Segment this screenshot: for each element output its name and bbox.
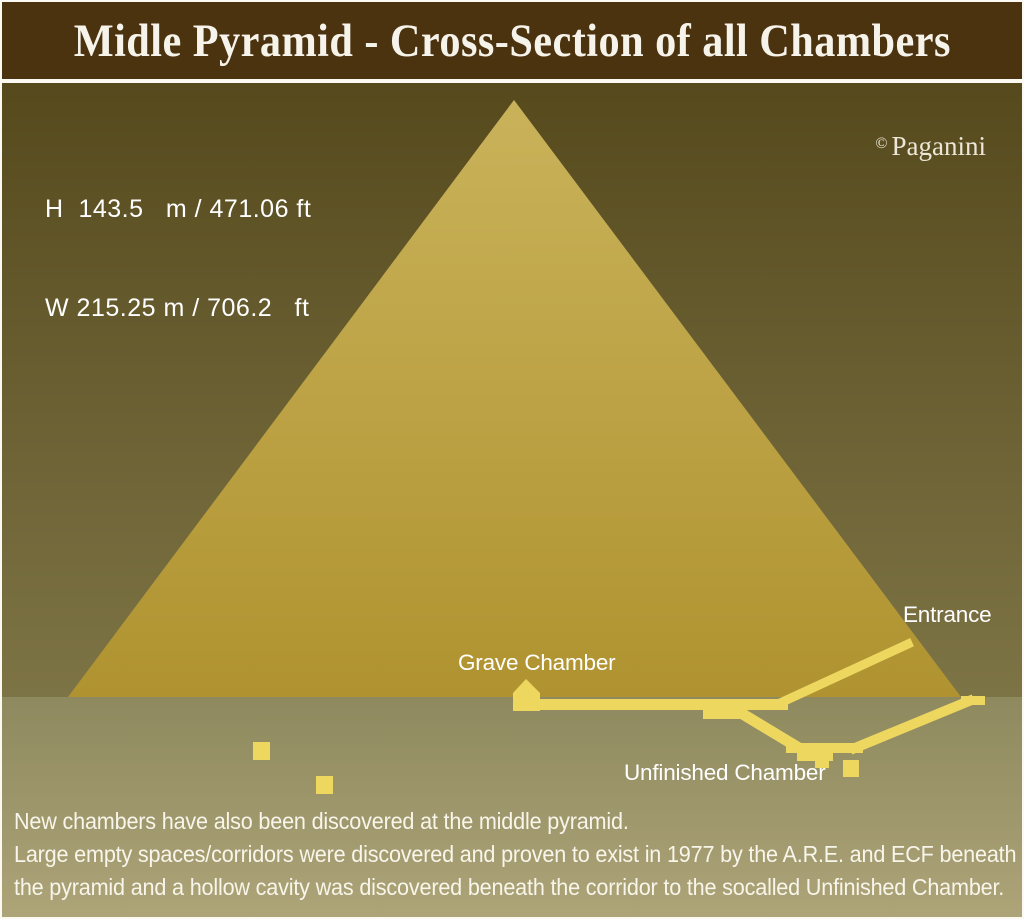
credit: ©Paganini: [875, 131, 986, 162]
grave-chamber-shape: [513, 679, 540, 711]
entrance-label: Entrance: [903, 602, 992, 627]
pyramid-shape: [68, 100, 961, 697]
grave-chamber-label: Grave Chamber: [458, 650, 616, 675]
ascending-corridor: [848, 694, 976, 755]
footnote-line-2: Large empty spaces/corridors were discov…: [14, 841, 1017, 867]
footnote: New chambers have also been discovered a…: [14, 805, 1022, 904]
lower-corridor: [786, 743, 863, 753]
diagram-area: H 143.5 m / 471.06 ft W 215.25 m / 706.2…: [2, 83, 1022, 917]
new-chamber-square-1: [253, 742, 270, 760]
credit-name: Paganini: [891, 131, 987, 161]
dimensions-block: H 143.5 m / 471.06 ft W 215.25 m / 706.2…: [45, 127, 311, 391]
descending-corridor: [733, 705, 802, 753]
unfinished-chamber-tab: [815, 759, 829, 768]
width-measurement: W 215.25 m / 706.2 ft: [45, 294, 310, 322]
pyramid-cross-section-graphic: [2, 83, 1022, 917]
hollow-cavity-square: [843, 760, 859, 777]
title-bar: Midle Pyramid - Cross-Section of all Cha…: [2, 2, 1022, 79]
base-corridor: [538, 699, 788, 710]
height-measurement: H 143.5 m / 471.06 ft: [45, 195, 312, 223]
footnote-line-1: New chambers have also been discovered a…: [14, 808, 629, 834]
footnote-line-3: the pyramid and a hollow cavity was disc…: [14, 874, 1005, 900]
unfinished-chamber-recess: [797, 751, 833, 761]
copyright-icon: ©: [875, 135, 888, 152]
ground-background: [2, 697, 1022, 917]
new-chamber-square-2: [316, 776, 333, 794]
unfinished-chamber-label: Unfinished Chamber: [624, 760, 826, 785]
entrance-corridor: [772, 638, 914, 710]
page-title: Midle Pyramid - Cross-Section of all Cha…: [73, 14, 951, 67]
ground-level-opening: [961, 696, 985, 705]
